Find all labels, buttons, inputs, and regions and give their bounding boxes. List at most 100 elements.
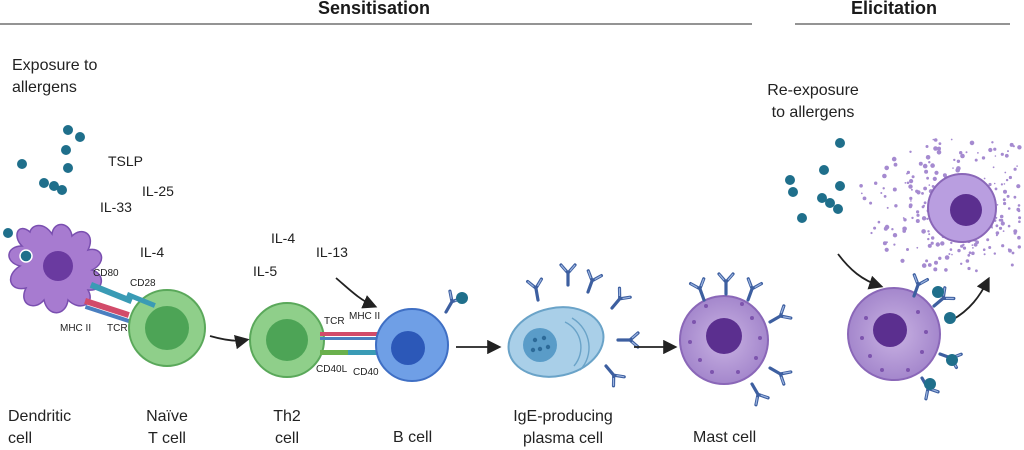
granule bbox=[900, 258, 905, 263]
granule bbox=[882, 187, 885, 190]
activated-mast-cell bbox=[847, 273, 963, 401]
granule bbox=[916, 190, 921, 195]
granule bbox=[893, 243, 896, 246]
dendritic-cell bbox=[8, 223, 133, 324]
mast-cell bbox=[679, 272, 793, 407]
granule bbox=[1000, 152, 1004, 156]
granule bbox=[892, 187, 897, 192]
granule bbox=[988, 246, 992, 249]
granule bbox=[1009, 142, 1014, 147]
granule bbox=[904, 182, 907, 184]
granule bbox=[936, 150, 942, 155]
granule bbox=[1017, 245, 1021, 249]
granule bbox=[910, 188, 913, 191]
granule bbox=[1017, 235, 1021, 240]
granule bbox=[1005, 178, 1009, 182]
granule bbox=[933, 138, 938, 142]
reexposure-line1: Re-exposure bbox=[767, 82, 859, 99]
granule bbox=[949, 248, 953, 251]
granule bbox=[991, 141, 994, 144]
granule bbox=[944, 255, 950, 260]
granule bbox=[925, 259, 929, 263]
granule bbox=[992, 166, 995, 169]
granule bbox=[928, 233, 931, 236]
granule bbox=[1000, 183, 1004, 186]
granule bbox=[948, 253, 951, 255]
granule bbox=[971, 251, 975, 256]
granule bbox=[938, 256, 942, 260]
granule bbox=[915, 219, 920, 223]
granule bbox=[1011, 251, 1015, 255]
granule bbox=[883, 195, 887, 198]
granule bbox=[862, 196, 867, 201]
granule bbox=[883, 226, 888, 231]
granule bbox=[935, 242, 940, 247]
granule bbox=[1003, 189, 1007, 194]
reexposure-line2: to allergens bbox=[771, 104, 855, 121]
label-mast-cell: Mast cell bbox=[693, 429, 757, 446]
exposure-line2: allergens bbox=[12, 79, 77, 96]
granule bbox=[893, 162, 898, 167]
granule bbox=[921, 229, 926, 234]
receptor-cd28: CD28 bbox=[130, 278, 156, 289]
granule bbox=[1007, 150, 1009, 153]
granule bbox=[884, 247, 889, 252]
granule bbox=[934, 170, 939, 175]
granule bbox=[995, 231, 1000, 235]
cytokine-il33: IL-33 bbox=[100, 199, 132, 215]
label-plasma-line2: plasma cell bbox=[522, 430, 604, 447]
exposure-label: Exposure to allergens bbox=[12, 55, 97, 99]
granule bbox=[927, 263, 932, 267]
granule bbox=[882, 173, 887, 179]
granule bbox=[1002, 198, 1006, 202]
granule bbox=[971, 244, 974, 247]
granule bbox=[923, 186, 927, 191]
granule bbox=[924, 169, 929, 174]
receptor-tcr-a: TCR bbox=[107, 323, 128, 334]
granule bbox=[950, 241, 953, 245]
granule bbox=[906, 248, 909, 251]
granule bbox=[926, 176, 929, 180]
granule bbox=[921, 192, 924, 195]
granule bbox=[982, 248, 986, 251]
granule bbox=[927, 244, 930, 247]
cytokine-tslp: TSLP bbox=[108, 153, 144, 169]
granule bbox=[859, 184, 863, 188]
granule bbox=[909, 179, 914, 184]
granule bbox=[921, 205, 925, 209]
label-plasma-line1: IgE-producing bbox=[513, 408, 613, 425]
label-b-cell: B cell bbox=[393, 429, 433, 446]
granule bbox=[983, 253, 986, 256]
granule bbox=[925, 145, 929, 148]
granule bbox=[975, 269, 978, 273]
granule bbox=[870, 231, 873, 235]
granule bbox=[932, 138, 935, 141]
granule bbox=[902, 226, 907, 232]
elicitation-header: Elicitation bbox=[851, 0, 938, 18]
label-th2-line2: cell bbox=[274, 430, 299, 447]
granule bbox=[960, 262, 963, 265]
granule bbox=[928, 184, 931, 186]
granule bbox=[959, 151, 963, 155]
exposure-line1: Exposure to bbox=[12, 57, 98, 74]
granule bbox=[983, 177, 986, 180]
granule bbox=[930, 241, 934, 245]
granule bbox=[923, 201, 927, 205]
cytokine-il5: IL-5 bbox=[253, 263, 278, 279]
granule bbox=[981, 156, 986, 160]
granule bbox=[916, 213, 920, 217]
granule bbox=[1016, 207, 1020, 212]
granule bbox=[927, 237, 930, 241]
granule bbox=[928, 161, 931, 164]
granule bbox=[1004, 171, 1007, 174]
granule bbox=[950, 138, 953, 141]
granule bbox=[902, 217, 905, 219]
receptor-cd80: CD80 bbox=[93, 268, 119, 279]
allergen-particles-left bbox=[3, 125, 85, 238]
granule bbox=[977, 152, 979, 154]
granule bbox=[909, 150, 912, 153]
granule bbox=[906, 170, 911, 174]
granule bbox=[940, 241, 945, 246]
granule bbox=[993, 147, 997, 151]
granule bbox=[994, 187, 998, 191]
